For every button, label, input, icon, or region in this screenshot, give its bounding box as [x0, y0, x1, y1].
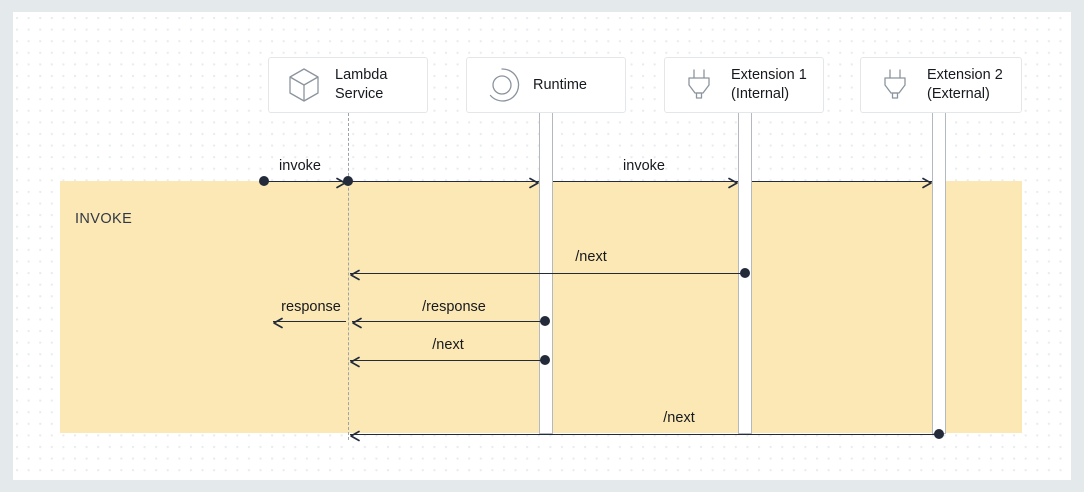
diagram-canvas: INVOKE Lambda Service Runtime Extension 1 …	[13, 12, 1071, 480]
participant-extension-2[interactable]: Extension 2 (External)	[860, 57, 1022, 113]
msg-invoke-to-extension-1-arrowhead	[728, 176, 739, 189]
msg-response-runtime-origin-dot	[540, 316, 550, 326]
msg-invoke-to-extension-1-label: invoke	[623, 158, 665, 174]
participant-label: Extension 2 (External)	[927, 67, 1003, 102]
msg-next-runtime-origin-dot	[540, 355, 550, 365]
msg-invoke-to-extension-2-line	[752, 181, 932, 182]
msg-next-extension-1-line	[350, 273, 745, 274]
participant-lambda-service[interactable]: Lambda Service	[268, 57, 428, 113]
runtime-circle-icon	[481, 64, 523, 106]
msg-next-extension-2-origin-dot	[934, 429, 944, 439]
msg-next-runtime-label: /next	[432, 337, 464, 353]
msg-next-extension-1-arrowhead	[349, 268, 360, 281]
invoke-phase-label: INVOKE	[75, 211, 133, 227]
msg-response-out-arrowhead	[272, 316, 283, 329]
msg-next-extension-2-label: /next	[663, 410, 695, 426]
participant-label: Runtime	[533, 76, 587, 93]
msg-next-extension-2-arrowhead	[349, 429, 360, 442]
msg-next-extension-1-label: /next	[575, 249, 607, 265]
participant-runtime[interactable]: Runtime	[466, 57, 626, 113]
extension-2-activation	[932, 112, 946, 434]
lifeline-lambda-service	[348, 113, 349, 440]
msg-response-runtime-arrowhead	[351, 316, 362, 329]
participant-extension-1[interactable]: Extension 1 (Internal)	[664, 57, 824, 113]
msg-invoke-entry-label: invoke	[279, 158, 321, 174]
plug-icon	[679, 64, 721, 106]
plug-icon	[875, 64, 917, 106]
cube-icon	[283, 64, 325, 106]
msg-response-runtime-label: /response	[422, 299, 486, 315]
msg-invoke-to-extension-2-arrowhead	[922, 176, 933, 189]
msg-invoke-to-runtime-line	[348, 181, 539, 182]
msg-invoke-to-extension-1-line	[553, 181, 738, 182]
msg-response-out-line	[273, 321, 346, 322]
msg-next-runtime-arrowhead	[349, 355, 360, 368]
participant-label: Extension 1 (Internal)	[731, 67, 807, 102]
msg-next-extension-1-origin-dot	[740, 268, 750, 278]
participant-label: Lambda Service	[335, 67, 388, 102]
msg-response-runtime-line	[352, 321, 545, 322]
msg-invoke-to-runtime-origin-dot	[343, 176, 353, 186]
msg-next-extension-2-line	[350, 434, 939, 435]
msg-response-out-label: response	[281, 299, 341, 315]
msg-invoke-entry-line	[264, 181, 346, 182]
msg-invoke-to-runtime-arrowhead	[529, 176, 540, 189]
msg-next-runtime-line	[350, 360, 545, 361]
msg-invoke-entry-origin-dot	[259, 176, 269, 186]
